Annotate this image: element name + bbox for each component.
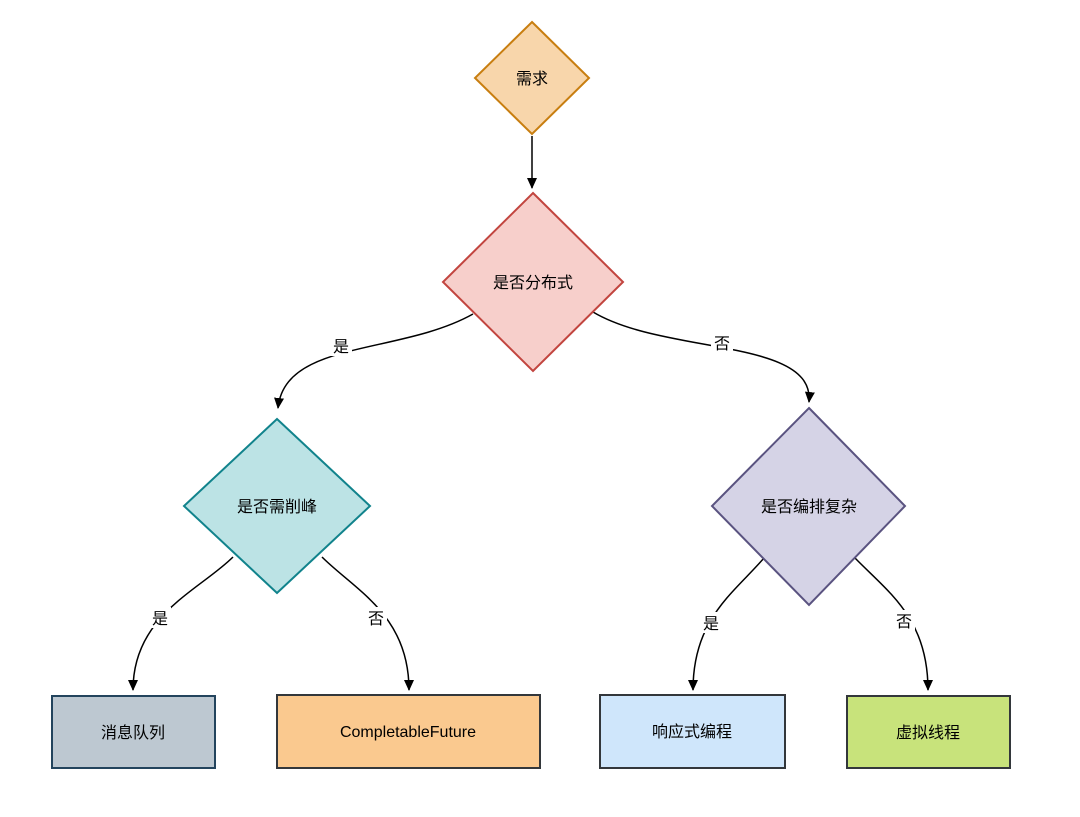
node-root: 需求 (473, 20, 591, 136)
diamond-shape (710, 406, 907, 607)
edge-labels-layer: 是 否 是 否 是 否 (149, 332, 915, 633)
node-completable-future: CompletableFuture (276, 694, 541, 769)
edge-orchestration-yes (688, 557, 765, 691)
node-completable-future-label: CompletableFuture (340, 724, 476, 741)
node-q-distributed: 是否分布式 (441, 191, 625, 373)
node-q-peak-shaving: 是否需削峰 (182, 417, 372, 595)
node-reactive-programming: 响应式编程 (599, 694, 786, 769)
node-reactive-programming-label: 响应式编程 (652, 722, 732, 741)
edge-distributed-no (592, 311, 815, 403)
edge-label-bg (700, 612, 722, 633)
node-q-orchestration-label: 是否编排复杂 (761, 498, 857, 516)
box-shape (846, 695, 1011, 769)
node-message-queue-label: 消息队列 (101, 724, 165, 742)
edge-label-peak-yes: 是 (152, 611, 168, 628)
node-q-peak-shaving-label: 是否需削峰 (237, 498, 317, 516)
edge-orchestration-no (854, 557, 933, 691)
node-virtual-threads: 虚拟线程 (846, 695, 1011, 769)
node-virtual-threads-label: 虚拟线程 (896, 724, 960, 742)
edge-label-bg (893, 610, 915, 631)
node-root-label: 需求 (516, 70, 548, 88)
edge-label-orchestration-yes: 是 (703, 616, 719, 633)
diamond-shape (473, 20, 591, 136)
edge-label-peak-no: 否 (368, 611, 384, 628)
nodes-layer: 需求 是否分布式 是否需削峰 是否编排复杂 消息队列 CompletableFu… (51, 20, 1011, 769)
edge-label-bg (149, 607, 171, 628)
edge-peak-yes (128, 556, 234, 691)
box-shape (51, 695, 216, 769)
node-q-orchestration: 是否编排复杂 (710, 406, 907, 607)
edge-label-bg (711, 332, 733, 353)
box-shape (276, 694, 541, 769)
node-q-distributed-label: 是否分布式 (493, 274, 573, 292)
box-shape (599, 694, 786, 769)
edge-label-distributed-yes: 是 (333, 339, 349, 356)
edge-label-bg (365, 607, 387, 628)
diamond-shape (182, 417, 372, 595)
edge-label-bg (330, 335, 352, 356)
node-message-queue: 消息队列 (51, 695, 216, 769)
edge-label-orchestration-no: 否 (896, 614, 912, 631)
diamond-shape (441, 191, 625, 373)
edge-label-distributed-no: 否 (714, 336, 730, 353)
edge-distributed-yes (274, 313, 474, 409)
